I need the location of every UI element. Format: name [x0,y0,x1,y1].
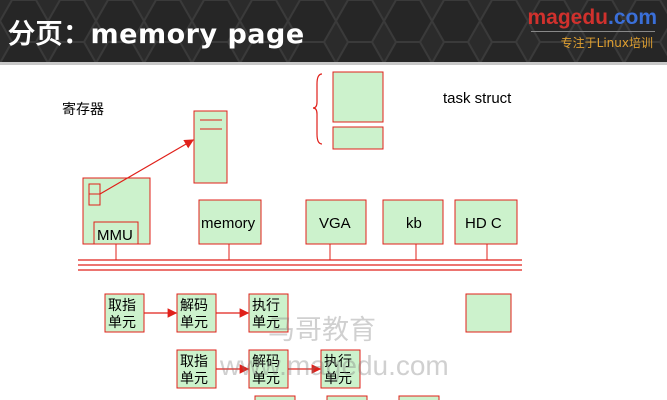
pipeline2-exec-line2: 单元 [324,371,352,387]
kb-label: kb [406,215,422,232]
logo-divider [531,31,655,32]
pipeline-fetch-box [104,293,145,333]
pipeline2-decode-line1: 解码 [252,354,280,370]
pipeline-decode-label: 解码单元 [180,298,208,331]
pipeline-exec-line2: 单元 [252,315,280,331]
memory-box [198,199,262,245]
pipeline2-fetch-box [176,349,217,389]
partial-box [326,395,368,400]
pipeline-decode-box [176,293,217,333]
pipeline-decode-line1: 解码 [180,298,208,314]
pipeline2-fetch-line2: 单元 [180,371,208,387]
register-arrow [99,139,195,195]
partial-box [254,395,296,400]
register-label: 寄存器 [62,101,104,118]
pipeline-exec-label: 执行单元 [252,298,280,331]
pipeline-fetch-label: 取指单元 [108,298,136,331]
pipeline2-decode-label: 解码单元 [252,354,280,387]
magedu-logo: magedu.com 专注于Linux培训 [527,4,661,56]
pipeline2-fetch-line1: 取指 [180,354,208,370]
kb-box [382,199,444,245]
pipeline-exec-box [248,293,289,333]
slide-header: 分页：memory page magedu.com 专注于Linux培训 [0,0,667,62]
pipeline-fetch-line1: 取指 [108,298,136,314]
pipeline-decode-line2: 单元 [180,315,208,331]
vga-label: VGA [319,215,351,232]
logo-subtitle: 专注于Linux培训 [560,36,653,50]
header-bottom-border [0,62,667,65]
pipeline2-exec-label: 执行单元 [324,354,352,387]
task-struct-label: task struct [443,90,512,107]
pipeline2-exec-line1: 执行 [324,354,352,370]
vga-box [305,199,367,245]
pipeline2-exec-box [320,349,361,389]
pipeline2-decode-line2: 单元 [252,371,280,387]
partial-box [398,395,440,400]
task-struct-box-bottom [332,126,384,150]
empty-box [465,293,512,333]
register-stack-box [193,110,228,184]
logo-tld-text: .com [607,6,657,29]
mmu-label: MMU [97,227,133,244]
logo-main-text: magedu [527,6,608,29]
pipeline-fetch-line2: 单元 [108,315,136,331]
task-struct-box-top [332,71,384,123]
pipeline-exec-line1: 执行 [252,298,280,314]
hdc-box [454,199,518,245]
slide-title: 分页：memory page [8,19,305,50]
task-struct-brace [312,73,323,145]
memory-label: memory [201,215,256,232]
hdc-label: HD C [465,215,502,232]
pipeline2-fetch-label: 取指单元 [180,354,208,387]
